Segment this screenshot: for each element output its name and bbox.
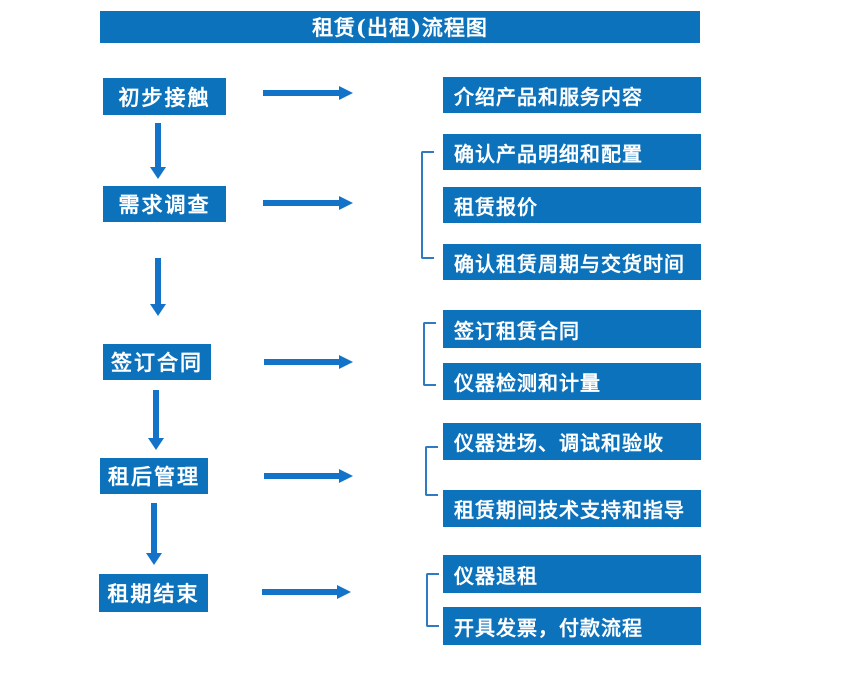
page-title: 租赁(出租)流程图 (312, 15, 488, 40)
down-arrow-1 (150, 123, 166, 179)
detail-rental-quotation: 租赁报价 (443, 187, 701, 223)
step-post-rental-management: 租后管理 (100, 458, 208, 494)
step-rental-period-end: 租期结束 (99, 574, 208, 612)
bracket-demand-survey-group (421, 151, 434, 259)
bracket-sign-contract-group (423, 322, 436, 386)
detail-instrument-arrival-debug-acceptance: 仪器进场、调试和验收 (443, 423, 701, 460)
down-arrow-3 (148, 390, 164, 450)
detail-sign-rental-contract: 签订租赁合同 (443, 310, 701, 348)
title-bar: 租赁(出租)流程图 (100, 11, 700, 43)
step-initial-contact: 初步接触 (103, 78, 226, 115)
detail-instrument-testing-measurement: 仪器检测和计量 (443, 363, 701, 400)
detail-instrument-return: 仪器退租 (443, 555, 701, 593)
bracket-post-rental-group (425, 446, 438, 496)
right-arrow-4 (264, 469, 353, 483)
right-arrow-3 (264, 355, 353, 369)
bracket-rental-end-group (426, 573, 439, 627)
down-arrow-4 (146, 503, 162, 565)
down-arrow-2 (150, 258, 166, 316)
right-arrow-5 (262, 585, 351, 599)
detail-rental-technical-support: 租赁期间技术支持和指导 (443, 490, 701, 527)
detail-confirm-product-details-config: 确认产品明细和配置 (443, 134, 701, 170)
detail-confirm-rental-period-delivery: 确认租赁周期与交货时间 (443, 244, 701, 280)
step-sign-contract: 签订合同 (103, 344, 211, 380)
detail-introduce-products-services: 介绍产品和服务内容 (443, 77, 701, 113)
right-arrow-1 (263, 86, 353, 100)
detail-invoice-payment-process: 开具发票，付款流程 (443, 607, 701, 645)
right-arrow-2 (263, 196, 353, 210)
step-demand-survey: 需求调查 (103, 186, 226, 222)
